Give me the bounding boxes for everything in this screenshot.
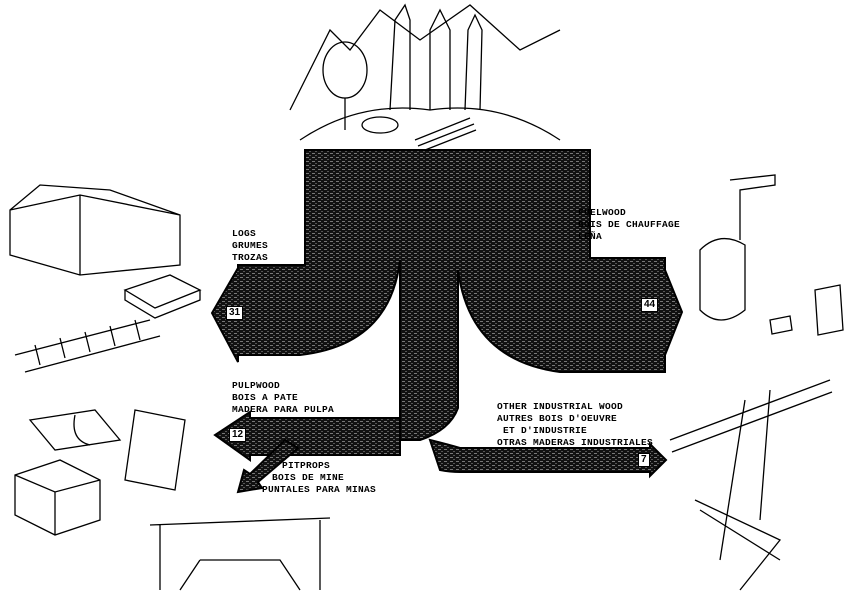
label-line: FUELWOOD — [578, 207, 627, 218]
label-line: BOIS A PATE — [232, 392, 299, 403]
label-line: PITPROPS — [282, 460, 331, 471]
pulpwood-arrow — [213, 410, 401, 462]
other-industrial-value: 7 — [638, 453, 650, 467]
pitprops-label: PITPROPS BOIS DE MINE PUNTALES PARA MINA… — [262, 460, 376, 496]
side-illustrations — [9, 174, 844, 591]
stove-icon — [699, 174, 844, 336]
label-line: LOGS — [232, 228, 257, 239]
box-icon — [14, 459, 101, 536]
label-line: AUTRES BOIS D'OEUVRE — [497, 413, 618, 424]
newspaper-icon — [124, 409, 186, 491]
other-industrial-label: OTHER INDUSTRIAL WOOD AUTRES BOIS D'OEUV… — [497, 401, 653, 449]
label-line: MADERA PARA PULPA — [232, 404, 335, 415]
lumber-stack-icon — [123, 274, 202, 319]
fuelwood-label: FUELWOOD BOIS DE CHAUFFAGE LEÑA — [578, 207, 680, 243]
label-line: GRUMES — [232, 240, 269, 251]
label-line: TROZAS — [232, 252, 269, 263]
label-line: ET D'INDUSTRIE — [503, 425, 588, 436]
house-icon — [9, 184, 181, 276]
mine-tunnel-icon — [149, 517, 331, 591]
label-line: BOIS DE CHAUFFAGE — [578, 219, 681, 230]
label-line: PUNTALES PARA MINAS — [262, 484, 377, 495]
trunk-and-main-branches — [210, 149, 684, 441]
flow-arrows — [210, 149, 684, 494]
label-line: OTRAS MADERAS INDUSTRIALES — [497, 437, 654, 448]
pitprops-arrow — [236, 438, 300, 494]
pulpwood-label: PULPWOOD BOIS A PATE MADERA PARA PULPA — [232, 380, 334, 416]
label-line: PULPWOOD — [232, 380, 281, 391]
book-icon — [28, 409, 122, 451]
label-line: LEÑA — [578, 231, 603, 242]
other-industrial-arrow — [428, 438, 668, 479]
pulpwood-value: 12 — [229, 428, 247, 442]
logs-label: LOGS GRUMES TROZAS — [232, 228, 268, 264]
label-line: BOIS DE MINE — [272, 472, 345, 483]
label-line: OTHER INDUSTRIAL WOOD — [497, 401, 624, 412]
railway-icon — [14, 319, 161, 373]
forest-illustration — [289, 3, 561, 153]
utility-poles-icon — [669, 379, 833, 591]
logs-value: 31 — [226, 306, 244, 320]
fuelwood-value: 44 — [641, 298, 659, 312]
